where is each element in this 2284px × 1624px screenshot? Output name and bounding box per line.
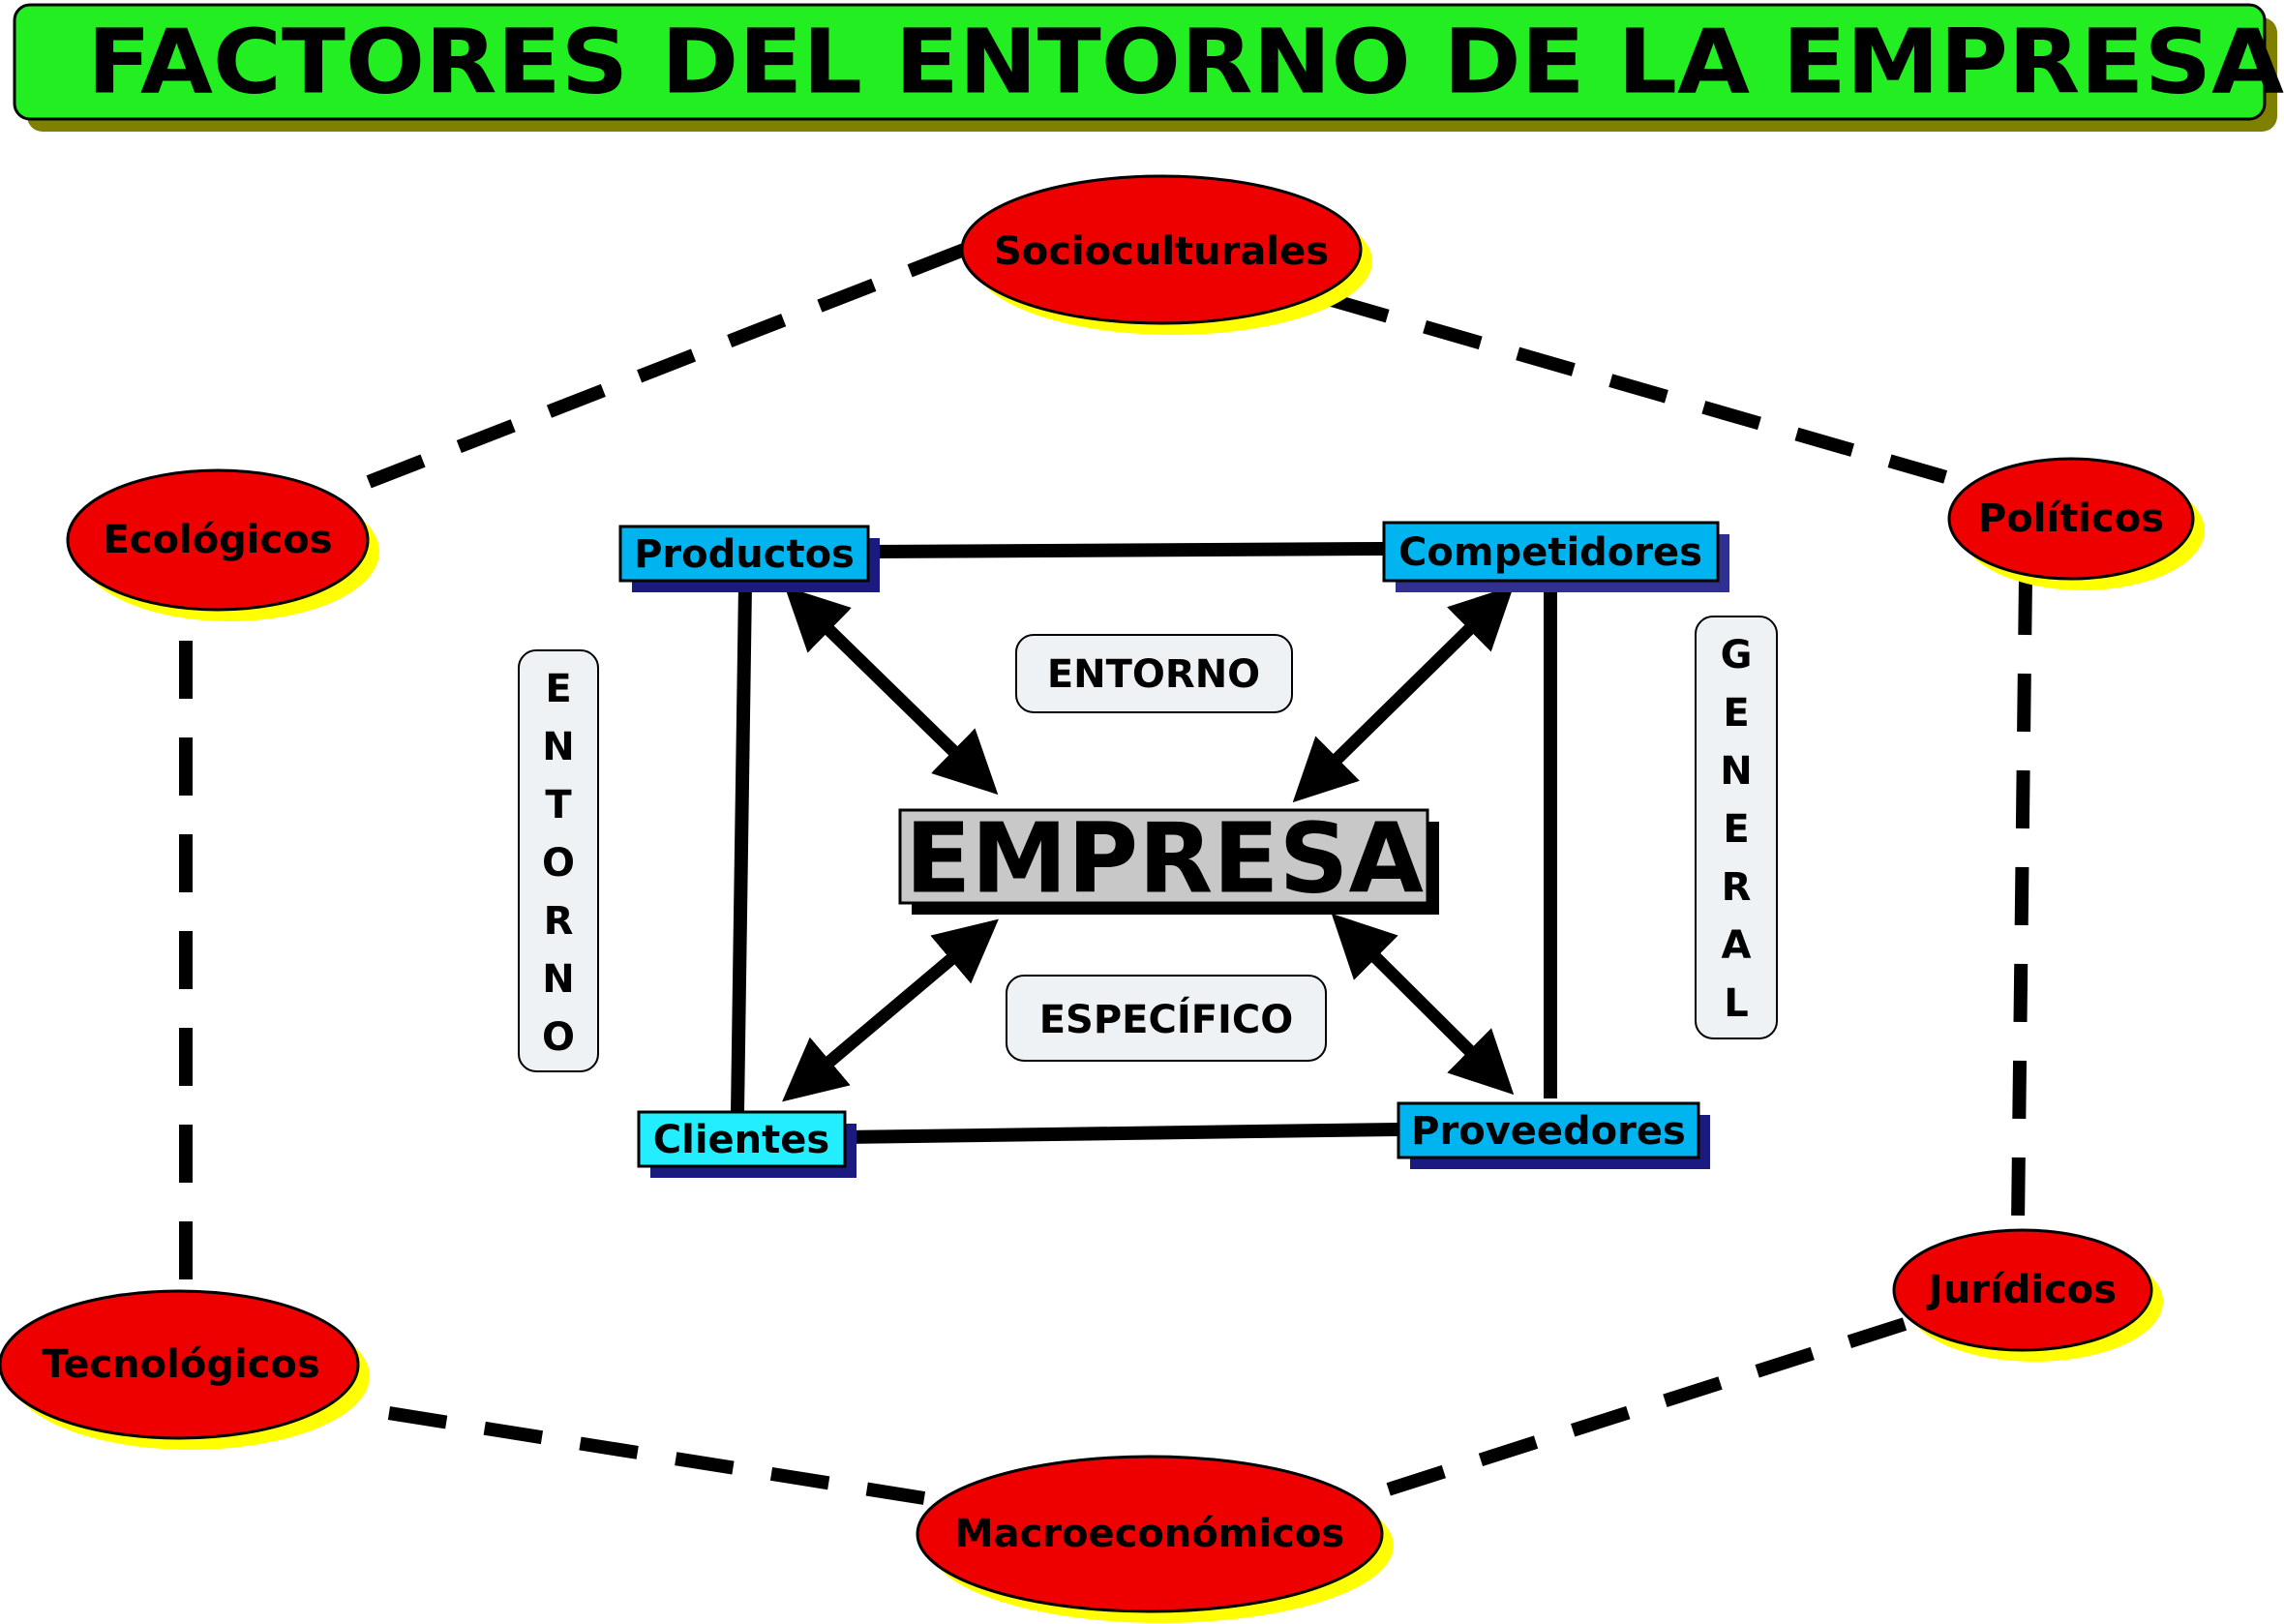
label-especifico: ESPECÍFICO xyxy=(1006,975,1327,1062)
arrow-competidores-empresa xyxy=(1292,585,1515,803)
vertical-letter: T xyxy=(545,783,572,827)
title-banner: FACTORES DEL ENTORNO DE LA EMPRESA xyxy=(13,3,2284,132)
boundary-segment xyxy=(1330,293,1971,491)
arrow-empresa-clientes xyxy=(782,918,999,1102)
label-box xyxy=(1006,975,1327,1062)
vertical-letter: E xyxy=(1723,807,1749,852)
arrow-productos-empresa xyxy=(784,586,999,796)
vertical-letter: G xyxy=(1721,633,1753,677)
vertical-label-entorno: E N T O R N O xyxy=(518,649,599,1072)
factor-ellipse xyxy=(960,174,1363,325)
title-box xyxy=(13,3,2267,121)
factor-label: Ecológicos xyxy=(103,518,332,562)
factor-macroeconomicos: Macroeconómicos xyxy=(916,1455,1394,1623)
vertical-letter: N xyxy=(542,957,574,1002)
factor-ecologicos: Ecológicos xyxy=(66,468,379,621)
vertical-label-general: G E N E R A L xyxy=(1695,616,1778,1039)
vertical-letter: O xyxy=(542,841,575,886)
vertical-label-box xyxy=(1695,616,1778,1039)
node-competidores: Competidores xyxy=(1382,521,1729,592)
vertical-letter: E xyxy=(1723,691,1749,736)
vertical-letter: R xyxy=(544,899,574,944)
node-box xyxy=(1382,521,1720,583)
factor-socioculturales: Socioculturales xyxy=(960,174,1372,335)
node-proveedores: Proveedores xyxy=(1397,1101,1710,1169)
vertical-letter: E xyxy=(545,667,571,711)
specific-environment-boundary xyxy=(731,542,1557,1144)
factor-ellipse xyxy=(66,468,370,612)
vertical-letter: A xyxy=(1722,923,1752,968)
vertical-letter: N xyxy=(542,725,574,769)
general-environment-boundary xyxy=(179,243,2032,1507)
relationship-arrows xyxy=(782,585,1515,1102)
vertical-letter: N xyxy=(1720,749,1752,794)
factor-ellipse xyxy=(916,1455,1384,1613)
factor-label: Jurídicos xyxy=(1926,1268,2117,1312)
node-box xyxy=(1397,1101,1700,1159)
vertical-letter: R xyxy=(1722,865,1752,910)
node-productos: Productos xyxy=(618,525,880,592)
node-label: Competidores xyxy=(1398,530,1702,575)
factor-tecnologicos: Tecnológicos xyxy=(0,1289,370,1450)
factor-label: Socioculturales xyxy=(994,229,1329,274)
label-entorno: ENTORNO xyxy=(1015,634,1293,713)
connector-bottom xyxy=(841,1123,1399,1144)
node-box xyxy=(637,1110,847,1168)
connector-left xyxy=(731,585,752,1114)
boundary-segment xyxy=(356,1401,926,1505)
label-text: ENTORNO xyxy=(1047,652,1260,697)
vertical-label-box xyxy=(518,649,599,1072)
empresa-center: EMPRESA xyxy=(898,802,1439,916)
factor-ellipse xyxy=(1947,457,2195,581)
connector-top xyxy=(870,542,1385,558)
vertical-letter: L xyxy=(1724,981,1749,1026)
factor-juridicos: Jurídicos xyxy=(1892,1228,2163,1362)
factor-politicos: Políticos xyxy=(1947,457,2205,590)
factor-label: Políticos xyxy=(1978,496,2164,541)
vertical-letter: O xyxy=(542,1015,575,1060)
node-box xyxy=(618,525,870,583)
factor-ellipse xyxy=(1892,1228,2153,1352)
node-label: Productos xyxy=(634,532,855,577)
label-text: ESPECÍFICO xyxy=(1039,996,1294,1042)
factor-label: Tecnológicos xyxy=(42,1342,319,1387)
page-title: FACTORES DEL ENTORNO DE LA EMPRESA xyxy=(87,11,2284,114)
boundary-segment xyxy=(2011,576,2032,1225)
empresa-label: EMPRESA xyxy=(905,802,1424,916)
node-label: Proveedores xyxy=(1411,1109,1686,1154)
empresa-box xyxy=(898,808,1429,905)
arrow-empresa-proveedores xyxy=(1331,913,1515,1096)
factor-ellipse xyxy=(0,1289,360,1440)
boundary-segment xyxy=(1352,1317,1908,1507)
boundary-segment xyxy=(336,243,967,500)
factor-label: Macroeconómicos xyxy=(955,1512,1344,1556)
node-clientes: Clientes xyxy=(637,1110,856,1178)
label-box xyxy=(1015,634,1293,713)
node-label: Clientes xyxy=(653,1118,829,1162)
